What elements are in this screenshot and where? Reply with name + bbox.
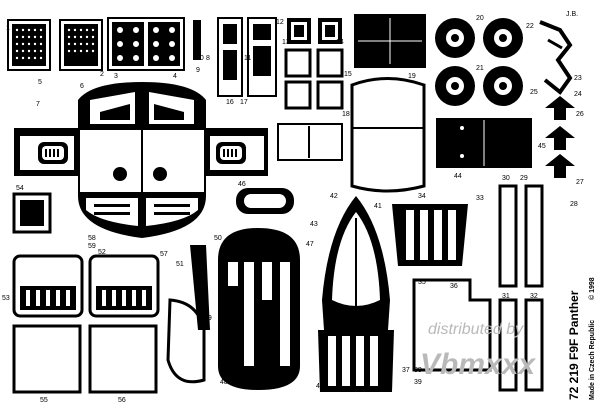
part-10-strip — [193, 20, 201, 60]
part-label: 31 — [502, 293, 510, 300]
part-label: 3 — [114, 73, 118, 80]
part-label: 41 — [374, 203, 382, 210]
part-label: 6 — [80, 83, 84, 90]
part-main-cockpit-tub — [14, 82, 268, 238]
part-label: 40 — [316, 383, 324, 390]
part-label: 45 — [538, 143, 546, 150]
part-label: 17 — [240, 99, 248, 106]
part-20-21-wheels — [435, 18, 523, 106]
part-label: 30 — [502, 175, 510, 182]
part-label: 19 — [408, 73, 416, 80]
part-2-panel — [59, 19, 103, 71]
part-label: 11 — [244, 55, 251, 62]
part-22-24-gear-links — [539, 20, 573, 95]
part-label: 15 — [344, 71, 352, 78]
part-label: 48 — [220, 379, 228, 386]
part-label: 21 — [476, 65, 484, 72]
part-label: 27 — [576, 179, 584, 186]
part-label: 39 — [414, 379, 422, 386]
part-label: 13 — [282, 39, 290, 46]
part-13-box — [287, 18, 311, 44]
part-46-oval — [236, 188, 294, 214]
part-label: 5 — [38, 79, 42, 86]
part-15-frames — [284, 48, 344, 110]
part-40-nose — [318, 196, 394, 392]
part-label: 25 — [530, 89, 538, 96]
part-label: 4 — [173, 73, 177, 80]
part-36-floor-plate — [412, 278, 492, 372]
part-label: 2 — [100, 71, 104, 78]
part-label: 29 — [520, 175, 528, 182]
part-label: 1 — [6, 25, 10, 32]
part-44-black-panel — [436, 118, 532, 168]
part-47-side-panel — [218, 228, 300, 390]
part-label: 38 — [414, 367, 422, 374]
part-label: 7 — [36, 101, 40, 108]
part-3-panel — [107, 17, 185, 71]
part-label: 35 — [418, 279, 426, 286]
part-label: 55 — [40, 397, 48, 404]
part-54-box — [12, 192, 52, 234]
part-19-canopy-frame — [350, 77, 426, 193]
part-28-32-strips — [498, 184, 544, 392]
part-label: 52 — [98, 249, 106, 256]
part-label: 20 — [476, 15, 484, 22]
watermark-line-1: distributed by — [428, 321, 524, 338]
part-34-panel — [392, 204, 468, 266]
fret-designer-mark: J.B. — [566, 11, 578, 18]
part-label: 10 — [196, 55, 204, 62]
part-number-labels: 1 2 3 4 5 6 7 8 9 10 11 12 13 14 15 16 1… — [2, 15, 584, 404]
part-label: 18 — [342, 111, 350, 118]
part-label: 22 — [526, 23, 534, 30]
part-25-27-arrows — [545, 96, 575, 178]
part-label: 26 — [576, 111, 584, 118]
part-1-panel — [7, 19, 51, 71]
part-52-53-seat-panels — [12, 254, 160, 318]
part-label: 16 — [226, 99, 234, 106]
part-18-frame — [277, 123, 343, 161]
part-label: 34 — [418, 193, 426, 200]
part-label: 44 — [454, 173, 462, 180]
fret-copyright: © 1998 — [588, 277, 596, 300]
part-black-panel — [354, 14, 426, 68]
part-label: 56 — [118, 397, 126, 404]
part-11-frame — [217, 17, 243, 97]
part-label: 42 — [330, 193, 338, 200]
part-label: 51 — [176, 261, 184, 268]
part-label: 58 — [88, 235, 96, 242]
part-label: 43 — [310, 221, 318, 228]
part-label: 32 — [530, 293, 538, 300]
part-label: 24 — [574, 91, 582, 98]
part-label: 37 — [402, 367, 410, 374]
part-label: 50 — [214, 235, 222, 242]
part-12-frame — [247, 17, 277, 97]
part-label: 33 — [476, 195, 484, 202]
watermark-line-2: Vbmxxx — [420, 348, 536, 381]
part-label: 23 — [574, 75, 582, 82]
part-label: 57 — [160, 251, 168, 258]
part-label: 49 — [204, 315, 212, 322]
part-label: 54 — [16, 185, 24, 192]
part-label: 9 — [196, 67, 200, 74]
part-label: 46 — [238, 181, 246, 188]
part-55-56-plates — [12, 324, 158, 394]
part-label: 47 — [306, 241, 314, 248]
part-49-50-brackets — [166, 245, 210, 384]
part-label: 36 — [450, 283, 458, 290]
part-label: 12 — [276, 19, 284, 26]
part-label: 28 — [570, 201, 578, 208]
part-14-box — [318, 18, 342, 44]
part-label: 53 — [2, 295, 10, 302]
fret-title: 72 219 F9F Panther — [567, 290, 581, 400]
fret-made-in: Made in Czech Republic — [589, 320, 596, 400]
part-label: 59 — [88, 243, 96, 250]
part-label: 8 — [206, 55, 210, 62]
part-label: 14 — [336, 39, 344, 46]
